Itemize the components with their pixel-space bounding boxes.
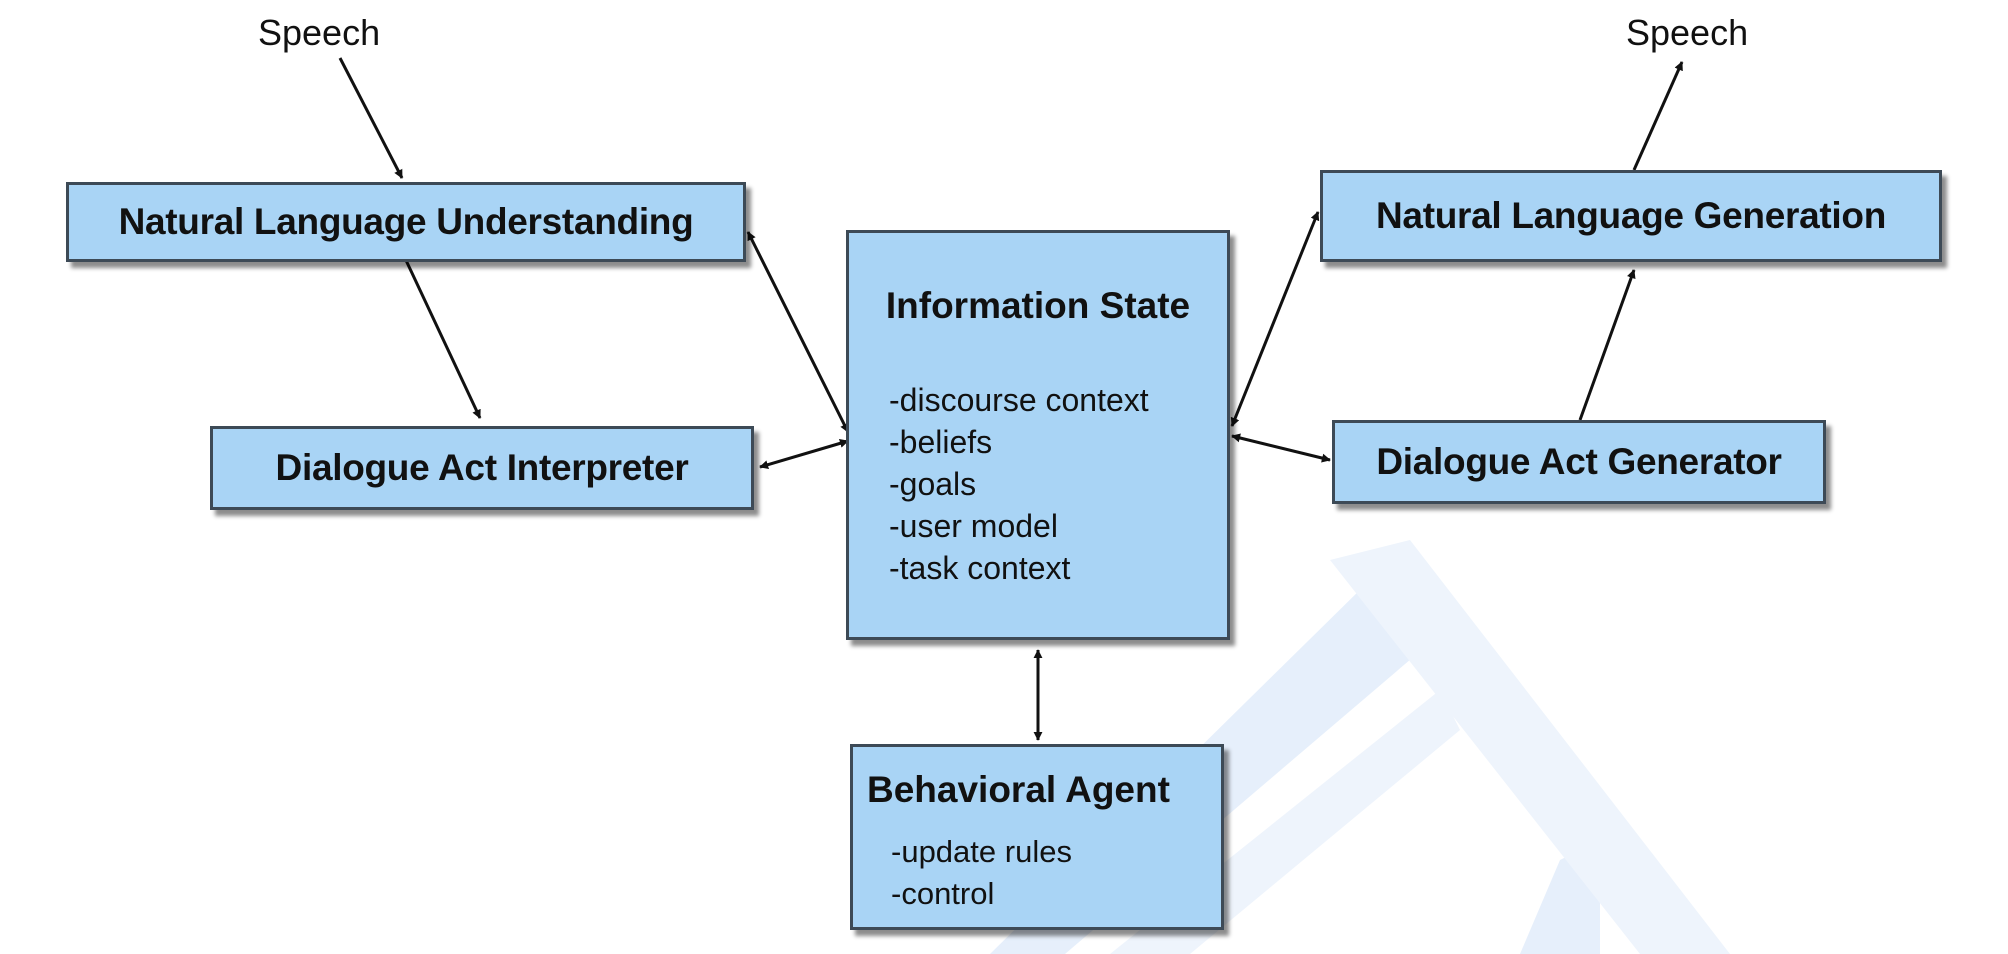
behavioral-agent-title: Behavioral Agent — [867, 769, 1170, 810]
information-state-item: -user model — [889, 508, 1058, 544]
information-state-item: -goals — [889, 466, 977, 502]
arrow-info-state-nlg — [1230, 211, 1320, 427]
arrow-nlu-to-dai — [402, 255, 482, 419]
behavioral-agent-box: Behavioral Agent -update rules -control — [850, 744, 1224, 930]
information-state-title: Information State — [885, 285, 1191, 326]
arrow-speech-to-nlu — [338, 57, 404, 179]
arrow-nlg-to-speech — [1632, 61, 1684, 171]
dag-title: Dialogue Act Generator — [1376, 441, 1782, 482]
arrow-dag-to-nlg — [1578, 269, 1636, 421]
arrow-nlu-info-state — [746, 231, 850, 433]
nlg-box: Natural Language Generation — [1320, 170, 1942, 262]
behavioral-agent-list: -update rules -control — [891, 831, 1072, 915]
information-state-box: Information State -discourse context -be… — [846, 230, 1230, 640]
information-state-item: -task context — [889, 550, 1071, 586]
nlg-title: Natural Language Generation — [1376, 195, 1886, 236]
speech-input-label: Speech — [258, 12, 381, 53]
information-state-item: -beliefs — [889, 424, 993, 460]
nlu-title: Natural Language Understanding — [118, 201, 694, 242]
arrow-info-state-dag — [1231, 433, 1331, 463]
dialogue-act-generator-box: Dialogue Act Generator — [1332, 420, 1826, 504]
behavioral-agent-item: -control — [891, 876, 995, 911]
speech-output-label: Speech — [1626, 12, 1749, 53]
arrow-dai-info-state — [759, 438, 849, 470]
dialogue-act-interpreter-box: Dialogue Act Interpreter — [210, 426, 754, 510]
behavioral-agent-item: -update rules — [891, 834, 1072, 869]
nlu-box: Natural Language Understanding — [66, 182, 746, 262]
information-state-item: -discourse context — [889, 382, 1149, 418]
dai-title: Dialogue Act Interpreter — [275, 447, 689, 488]
information-state-list: -discourse context -beliefs -goals -user… — [889, 379, 1149, 589]
